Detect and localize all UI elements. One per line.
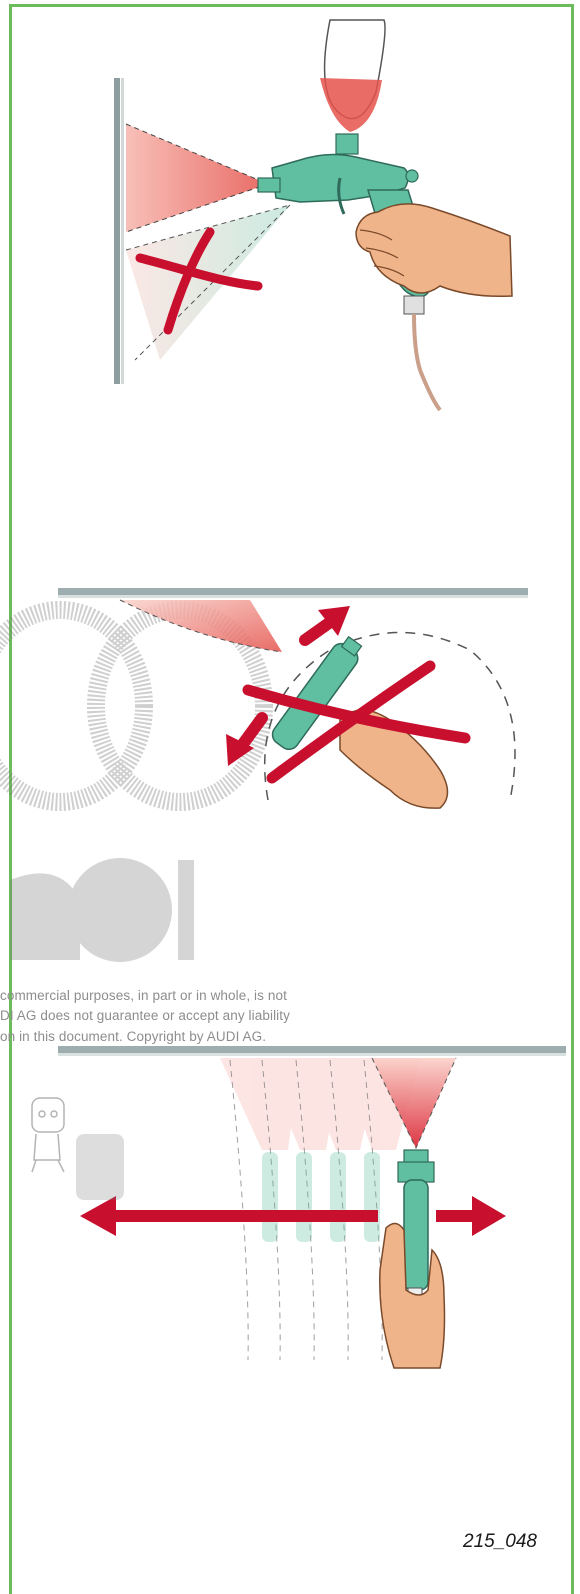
arrow-right [472, 1196, 506, 1236]
watermark-text-logo [76, 1134, 124, 1200]
figure-label: 215_048 [463, 1531, 537, 1553]
arrow-left [80, 1196, 116, 1236]
watermark-character [32, 1098, 64, 1172]
ceiling [58, 1046, 566, 1053]
ghost-guns [262, 1152, 380, 1242]
